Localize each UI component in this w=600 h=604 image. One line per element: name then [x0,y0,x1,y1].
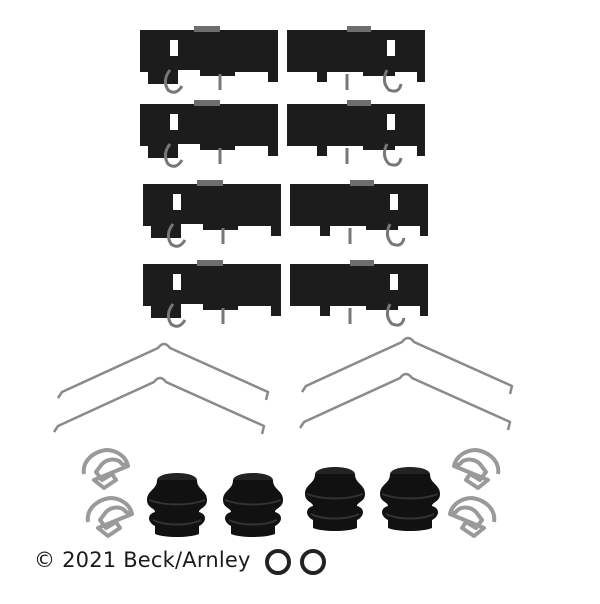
o-ring-set [265,549,326,575]
rubber-boot-set [146,466,441,538]
wire-spring-set [52,336,514,436]
anti-rattle-clip-set [138,24,430,328]
copyright-notice: © 2021 Beck/Arnley [34,548,251,572]
